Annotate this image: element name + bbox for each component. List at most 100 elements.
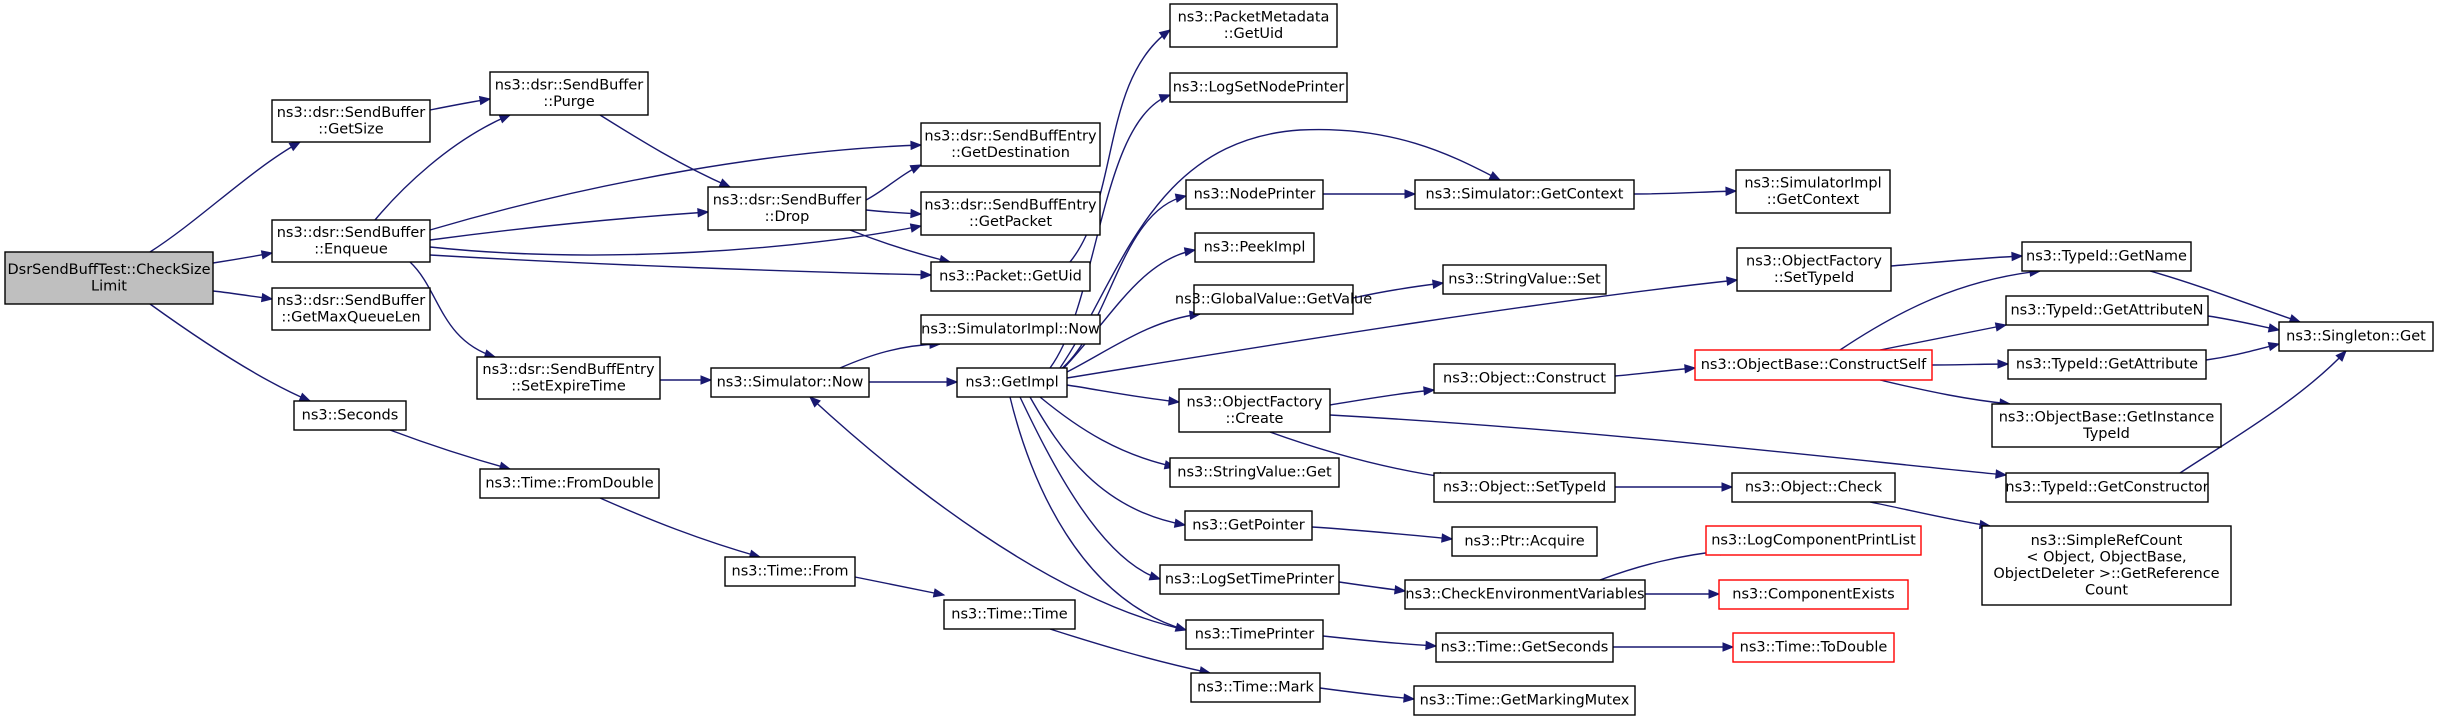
node-box — [271, 99, 431, 143]
edge-ob_constructself-to-ob_getinstancetypeid — [1879, 379, 2012, 408]
node-label: ns3::Packet::GetUid — [939, 269, 1082, 285]
node-label: ns3::TypeId::GetConstructor — [2005, 480, 2208, 496]
node-time-mark[interactable]: ns3::Time::Mark — [1190, 672, 1321, 703]
node-logsetnodeprinter[interactable]: ns3::LogSetNodePrinter — [1169, 72, 1348, 103]
node-of-settypeid[interactable]: ns3::ObjectFactory::SetTypeId — [1736, 247, 1892, 292]
node-getpointer[interactable]: ns3::GetPointer — [1184, 510, 1313, 541]
node-box — [2005, 472, 2209, 503]
node-label: ns3::PeekImpl — [1204, 240, 1306, 256]
node-typeid-getconstructor[interactable]: ns3::TypeId::GetConstructor — [2005, 472, 2209, 503]
edge-line — [2205, 343, 2280, 361]
node-time-getseconds[interactable]: ns3::Time::GetSeconds — [1435, 632, 1614, 663]
node-time-from[interactable]: ns3::Time::From — [724, 556, 856, 587]
node-sim-getcontext[interactable]: ns3::Simulator::GetContext — [1414, 179, 1635, 210]
edge-simulator_now-to-getimpl — [869, 377, 959, 387]
node-typeid-getname[interactable]: ns3::TypeId::GetName — [2021, 241, 2192, 272]
node-getpacket[interactable]: ns3::dsr::SendBuffEntry::GetPacket — [920, 191, 1101, 236]
node-simplerefcount[interactable]: ns3::SimpleRefCount< Object, ObjectBase,… — [1981, 525, 2232, 606]
node-label: ns3::Object::SetTypeId — [1443, 480, 1606, 496]
arrowhead — [1183, 247, 1197, 257]
edge-line — [809, 396, 1187, 631]
node-box — [1731, 472, 1896, 503]
node-simimpl-now[interactable]: ns3::SimulatorImpl::Now — [920, 314, 1101, 345]
arrowhead — [1423, 386, 1436, 396]
node-label: ns3::dsr::SendBuffer — [713, 192, 862, 208]
node-box — [1178, 388, 1331, 433]
edge-getsize-to-purge — [429, 95, 492, 111]
node-getmaxqueuelen[interactable]: ns3::dsr::SendBuffer::GetMaxQueueLen — [271, 287, 431, 331]
node-ptr-acquire[interactable]: ns3::Ptr::Acquire — [1451, 526, 1598, 557]
node-label: ::GetMaxQueueLen — [281, 309, 420, 325]
node-simulator-now[interactable]: ns3::Simulator::Now — [710, 367, 870, 398]
node-logsettimeprinter[interactable]: ns3::LogSetTimePrinter — [1159, 564, 1340, 595]
node-componentexists[interactable]: ns3::ComponentExists — [1718, 579, 1909, 610]
node-label: ns3::Time::Time — [951, 607, 1068, 623]
edge-timeprinter-to-simulator_now — [809, 396, 1187, 631]
node-label: ns3::dsr::SendBuffEntry — [482, 362, 655, 378]
edge-line — [599, 114, 731, 188]
node-ob-constructself[interactable]: ns3::ObjectBase::ConstructSelf — [1694, 349, 1933, 381]
node-singleton-get[interactable]: ns3::Singleton::Get — [2278, 321, 2434, 352]
node-label: ::GetContext — [1767, 192, 1860, 208]
arrowhead — [1684, 364, 1697, 374]
node-label: ::GetSize — [318, 121, 383, 137]
node-box — [271, 287, 431, 331]
node-obj-construct[interactable]: ns3::Object::Construct — [1433, 363, 1616, 394]
node-of-create[interactable]: ns3::ObjectFactory::Create — [1178, 388, 1331, 433]
edge-line — [854, 576, 945, 596]
arrowhead — [260, 250, 274, 260]
node-box — [1433, 472, 1616, 503]
node-time-getmarkingmutex[interactable]: ns3::Time::GetMarkingMutex — [1413, 685, 1636, 716]
arrowhead — [718, 178, 732, 188]
node-sv-set[interactable]: ns3::StringValue::Set — [1442, 264, 1607, 295]
node-gv-getvalue[interactable]: ns3::GlobalValue::GetValue — [1175, 284, 1372, 315]
node-drop[interactable]: ns3::dsr::SendBuffer::Drop — [707, 186, 867, 231]
node-label: ns3::ObjectBase::ConstructSelf — [1701, 357, 1927, 373]
edge-getimpl-to-sv_get — [1039, 396, 1177, 470]
node-peekimpl[interactable]: ns3::PeekImpl — [1194, 232, 1315, 263]
edge-line — [1066, 279, 1738, 379]
node-logcomponentprintlist[interactable]: ns3::LogComponentPrintList — [1705, 525, 1922, 556]
node-label: ns3::TypeId::GetAttributeN — [2010, 303, 2203, 319]
node-label: ns3::GlobalValue::GetValue — [1175, 292, 1372, 308]
edge-line — [1614, 367, 1696, 377]
node-label: ns3::Seconds — [302, 408, 399, 424]
node-obj-check[interactable]: ns3::Object::Check — [1731, 472, 1896, 503]
node-time-todouble[interactable]: ns3::Time::ToDouble — [1732, 632, 1895, 663]
edge-root-to-getmaxqueuelen — [212, 290, 274, 303]
node-purge[interactable]: ns3::dsr::SendBuffer::Purge — [489, 71, 649, 116]
node-label: ns3::LogComponentPrintList — [1711, 533, 1916, 549]
node-obj-settypeid[interactable]: ns3::Object::SetTypeId — [1433, 472, 1616, 503]
edge-time_mark-to-time_getmarkingmutex — [1319, 687, 1416, 703]
node-box — [476, 356, 661, 400]
node-pm-getuid[interactable]: ns3::PacketMetadata::GetUid — [1169, 3, 1338, 48]
node-timeprinter[interactable]: ns3::TimePrinter — [1185, 619, 1324, 650]
node-packet-getuid[interactable]: ns3::Packet::GetUid — [930, 261, 1091, 292]
node-box — [1433, 363, 1616, 394]
node-getsize[interactable]: ns3::dsr::SendBuffer::GetSize — [271, 99, 431, 143]
node-seconds[interactable]: ns3::Seconds — [293, 400, 407, 431]
arrowhead — [478, 95, 492, 106]
node-typeid-getattribute[interactable]: ns3::TypeId::GetAttribute — [2007, 349, 2207, 380]
edge-getimpl-to-getpointer — [1029, 396, 1187, 528]
arrowhead — [1174, 193, 1188, 203]
node-enqueue[interactable]: ns3::dsr::SendBuffer::Enqueue — [271, 219, 431, 263]
node-getimpl[interactable]: ns3::GetImpl — [956, 367, 1068, 398]
node-simimpl-getcontext[interactable]: ns3::SimulatorImpl::GetContext — [1735, 169, 1891, 214]
node-nodeprinter[interactable]: ns3::NodePrinter — [1185, 179, 1324, 210]
node-checkenv[interactable]: ns3::CheckEnvironmentVariables — [1404, 579, 1646, 610]
node-fromdouble[interactable]: ns3::Time::FromDouble — [479, 468, 660, 499]
node-time-time[interactable]: ns3::Time::Time — [943, 599, 1076, 630]
edge-of_create-to-typeid_getconstructor — [1329, 414, 2008, 479]
node-box — [724, 556, 856, 587]
edge-seconds-to-fromdouble — [389, 429, 512, 471]
edge-obj_settypeid-to-obj_check — [1614, 482, 1734, 492]
node-getdestination[interactable]: ns3::dsr::SendBuffEntry::GetDestination — [920, 122, 1101, 167]
arrowhead — [1488, 171, 1502, 181]
node-setexpiretime[interactable]: ns3::dsr::SendBuffEntry::SetExpireTime — [476, 356, 661, 400]
node-sv-get[interactable]: ns3::StringValue::Get — [1169, 457, 1340, 488]
edge-line — [374, 114, 511, 221]
node-typeid-getattributen[interactable]: ns3::TypeId::GetAttributeN — [2005, 295, 2209, 326]
